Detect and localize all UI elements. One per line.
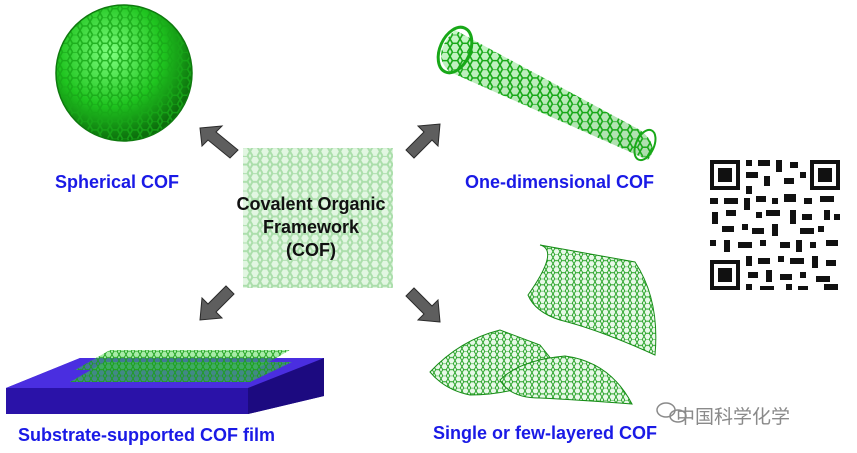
arrow-up-right bbox=[405, 123, 441, 159]
substrate-cof-image bbox=[6, 350, 324, 414]
center-label-line2: Framework bbox=[262, 217, 360, 237]
layered-cof-image bbox=[429, 244, 657, 405]
spherical-cof-caption: Spherical COF bbox=[55, 172, 180, 192]
cof-framework-image bbox=[243, 148, 393, 288]
single-layer-cof-caption: Single or few-layered COF bbox=[433, 423, 658, 443]
center-label-line3: (COF) bbox=[286, 240, 336, 260]
wechat-logo-icon bbox=[656, 402, 687, 423]
qr-code-image bbox=[707, 157, 844, 294]
nanotube-cof-image bbox=[436, 25, 657, 162]
one-dimensional-cof-caption: One-dimensional COF bbox=[465, 172, 655, 192]
arrow-down-left bbox=[199, 285, 235, 321]
center-label: Covalent Organic Framework (COF) bbox=[232, 193, 390, 262]
arrow-down-right bbox=[405, 287, 441, 323]
substrate-cof-caption: Substrate-supported COF film bbox=[18, 425, 276, 445]
spherical-cof-image bbox=[55, 4, 193, 142]
center-label-line1: Covalent Organic bbox=[236, 194, 386, 214]
watermark-text: 中国科学化学 bbox=[676, 406, 791, 428]
arrow-up-left bbox=[199, 125, 239, 159]
